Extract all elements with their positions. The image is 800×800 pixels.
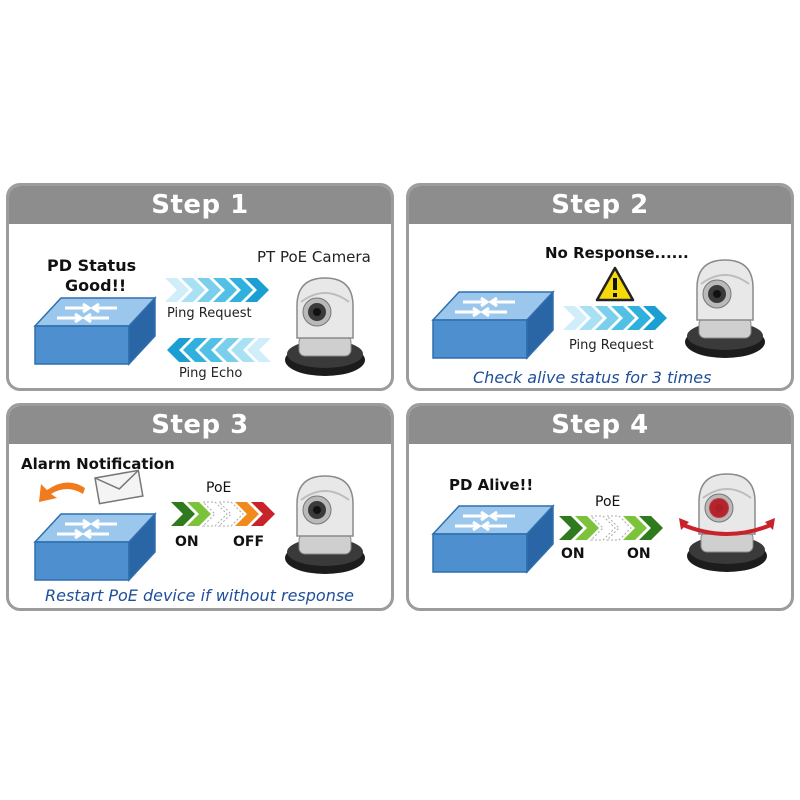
off-label: OFF bbox=[233, 534, 265, 550]
ping-request-arrows bbox=[165, 278, 269, 302]
step3-title: Step 3 bbox=[9, 406, 391, 444]
no-response-label: No Response...... bbox=[545, 244, 689, 262]
step3-panel: Step 3 Alarm Notification PoE ON OFF Res… bbox=[6, 403, 394, 611]
poe-on-arrows bbox=[559, 515, 663, 541]
on-right-label: ON bbox=[627, 546, 651, 562]
warning-icon bbox=[595, 266, 635, 302]
ptz-camera-icon bbox=[284, 475, 366, 575]
step4-panel: Step 4 PD Alive!! PoE ON ON bbox=[406, 403, 794, 611]
step2-title: Step 2 bbox=[409, 186, 791, 224]
ping-echo-arrows bbox=[167, 338, 271, 362]
pd-status-line2: Good!! bbox=[65, 276, 127, 295]
email-notification-icon bbox=[39, 469, 144, 505]
network-switch-icon bbox=[431, 504, 555, 574]
network-switch-icon bbox=[33, 296, 157, 366]
alarm-notification-label: Alarm Notification bbox=[21, 455, 175, 473]
ping-echo-label: Ping Echo bbox=[179, 366, 243, 381]
poe-off-arrows bbox=[171, 501, 275, 527]
pt-poe-camera-label: PT PoE Camera bbox=[257, 248, 371, 266]
step1-panel: Step 1 PD Status Good!! PT PoE Camera Pi… bbox=[6, 183, 394, 391]
ptz-camera-icon bbox=[284, 277, 366, 377]
pd-alive-label: PD Alive!! bbox=[449, 476, 534, 494]
ping-request-arrows bbox=[563, 306, 667, 330]
network-switch-icon bbox=[33, 512, 157, 582]
network-switch-icon bbox=[431, 290, 555, 360]
step2-panel: Step 2 No Response...... Ping Request Ch… bbox=[406, 183, 794, 391]
check-alive-note: Check alive status for 3 times bbox=[473, 368, 712, 387]
poe-label: PoE bbox=[206, 480, 232, 496]
step1-title: Step 1 bbox=[9, 186, 391, 224]
ping-request-label: Ping Request bbox=[569, 338, 654, 353]
restart-poe-note: Restart PoE device if without response bbox=[45, 586, 355, 605]
ptz-camera-rotating-icon bbox=[679, 473, 775, 573]
poe-label: PoE bbox=[595, 494, 621, 510]
pd-status-line1: PD Status bbox=[47, 256, 137, 275]
ptz-camera-icon bbox=[684, 259, 766, 359]
on-left-label: ON bbox=[561, 546, 585, 562]
step4-title: Step 4 bbox=[409, 406, 791, 444]
ping-request-label: Ping Request bbox=[167, 306, 252, 321]
on-label: ON bbox=[175, 534, 199, 550]
